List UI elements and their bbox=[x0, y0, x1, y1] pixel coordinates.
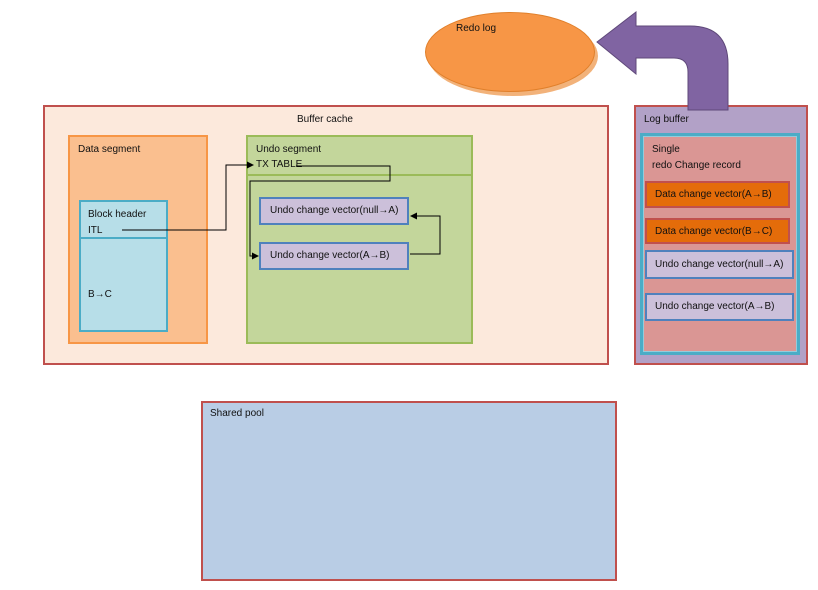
shared-pool-label: Shared pool bbox=[210, 408, 264, 419]
tx-table-to-undo-vector-connector bbox=[249, 165, 391, 260]
log-undo-vector-null-a-box bbox=[645, 250, 794, 279]
redo-record-line2: redo Change record bbox=[652, 160, 741, 171]
block-row-label: B→C bbox=[88, 289, 112, 300]
log-buffer-to-redo-log-arrow bbox=[596, 10, 729, 111]
data-vector-b-c-label: Data change vector(B→C) bbox=[655, 226, 773, 237]
undo-segment-label: Undo segment bbox=[256, 144, 322, 155]
data-vector-a-b-label: Data change vector(A→B) bbox=[655, 189, 772, 200]
undo-vector-a-b-label: Undo change vector(A→B) bbox=[270, 250, 390, 261]
data-vector-a-b-box bbox=[645, 181, 790, 208]
redo-log-shape bbox=[425, 12, 595, 92]
log-undo-vector-null-a-label: Undo change vector(null→A) bbox=[655, 259, 784, 270]
data-segment-label: Data segment bbox=[78, 144, 141, 155]
redo-log-label: Redo log bbox=[456, 23, 497, 34]
log-undo-vector-a-b-box bbox=[645, 293, 794, 321]
buffer-cache-label: Buffer cache bbox=[297, 114, 353, 125]
block-header-label: Block header bbox=[88, 209, 147, 220]
tx-table-label: TX TABLE bbox=[256, 159, 303, 170]
log-buffer-label: Log buffer bbox=[644, 114, 689, 125]
undo-vector-null-a-box bbox=[259, 197, 409, 225]
itl-to-tx-table-connector bbox=[122, 161, 254, 231]
shared-pool-box bbox=[201, 401, 617, 581]
itl-label: ITL bbox=[88, 225, 103, 236]
undo-vector-a-b-box bbox=[259, 242, 409, 270]
block-header-divider bbox=[79, 237, 168, 239]
data-vector-b-c-box bbox=[645, 218, 790, 244]
undo-segment-divider bbox=[246, 174, 473, 176]
redo-record-line1: Single bbox=[652, 144, 680, 155]
undo-chain-connector bbox=[410, 212, 441, 255]
data-block-box bbox=[79, 200, 168, 332]
undo-vector-null-a-label: Undo change vector(null→A) bbox=[270, 205, 399, 216]
log-undo-vector-a-b-label: Undo change vector(A→B) bbox=[655, 301, 775, 312]
undo-segment-box bbox=[246, 135, 473, 344]
